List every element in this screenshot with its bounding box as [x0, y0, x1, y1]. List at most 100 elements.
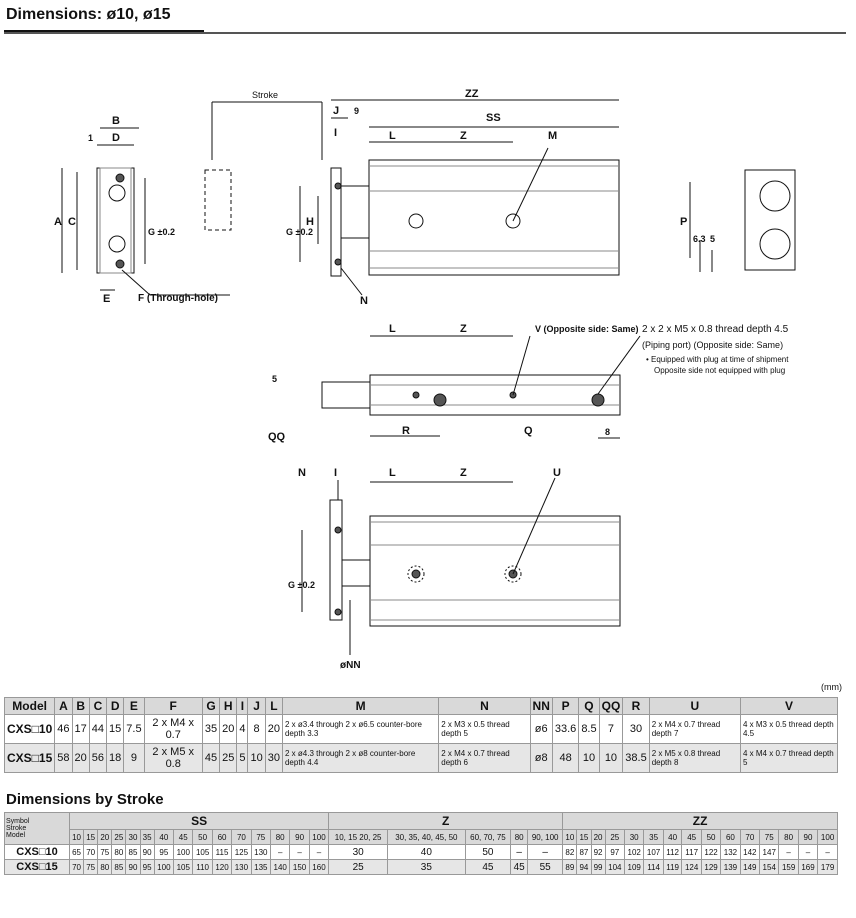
label-thread: 2 x 2 x M5 x 0.8 thread depth 4.5 [642, 324, 789, 335]
label-i-bot: I [334, 467, 337, 479]
section-subtitle: Dimensions by Stroke [6, 791, 164, 808]
table-cell: 142 [739, 844, 761, 860]
table-cell: 70 [68, 859, 85, 875]
table-cell: 105 [192, 844, 213, 860]
note-plug: • Equipped with plug at time of shipment [646, 355, 789, 364]
column-header: NN [529, 697, 553, 715]
table-cell: 95 [153, 844, 175, 860]
label-d: D [112, 132, 120, 144]
table-cell: 89 [562, 859, 578, 875]
label-h: H [306, 216, 314, 228]
table-cell: 112 [662, 844, 683, 860]
table-cell: 75 [83, 859, 99, 875]
table-cell: 35 [201, 714, 221, 744]
table-cell: – [817, 844, 838, 860]
label-v: V (Opposite side: Same) [535, 324, 639, 334]
table-cell: 2 x M4 x 0.7 [143, 714, 203, 744]
table-cell: 17 [71, 714, 90, 744]
stroke-header: 20 [590, 829, 606, 845]
stroke-header: 60 [720, 829, 741, 845]
label-q: Q [524, 425, 533, 437]
table-cell: 4 x M3 x 0.5 thread depth 4.5 [740, 714, 838, 744]
label-c: C [68, 216, 76, 228]
table-cell: 30 [264, 743, 283, 773]
stroke-header: 50 [700, 829, 722, 845]
stroke-header: 45 [681, 829, 702, 845]
table-cell: 107 [643, 844, 664, 860]
stroke-header: 100 [308, 829, 330, 845]
label-u: U [553, 467, 561, 479]
table-cell: 7.5 [123, 714, 145, 744]
label-g-side: G ±0.2 [286, 227, 313, 237]
column-header: I [236, 697, 249, 715]
table-cell: 2 x M3 x 0.5 thread depth 5 [438, 714, 531, 744]
column-header: P [551, 697, 580, 715]
table-cell: 2 x M5 x 0.8 thread depth 8 [648, 743, 742, 773]
table-cell: CXS□10 [3, 714, 56, 744]
table-cell: 100 [173, 844, 194, 860]
column-header: A [54, 697, 73, 715]
table-cell: 2 x M4 x 0.7 thread depth 7 [648, 714, 742, 744]
table-cell: 10 [578, 743, 600, 773]
table-cell: 2 x ø3.4 through 2 x ø6.5 counter-bore d… [281, 714, 440, 744]
stroke-header: 75 [759, 829, 780, 845]
table-cell: 40 [387, 844, 466, 860]
column-header: Q [578, 697, 600, 715]
table-cell: 92 [590, 844, 606, 860]
title-rule [4, 32, 846, 34]
column-header: QQ [598, 697, 624, 715]
table-cell: 15 [106, 714, 125, 744]
stroke-header: 50 [192, 829, 213, 845]
label-z-mid: Z [460, 323, 467, 335]
label-z-bot: Z [460, 467, 467, 479]
label-f: F (Through-hole) [138, 293, 218, 304]
table-cell: 30 [622, 714, 650, 744]
label-nn: øNN [340, 660, 361, 671]
table-cell: 56 [88, 743, 108, 773]
column-header: V [740, 697, 838, 715]
table-cell: 132 [720, 844, 741, 860]
table-cell: 110 [192, 859, 213, 875]
stroke-header: 25 [604, 829, 626, 845]
model-cell: CXS□10 [4, 844, 70, 860]
table-cell: 122 [700, 844, 722, 860]
group-header: ZZ [562, 812, 838, 830]
label-qq: QQ [268, 431, 286, 443]
table-cell: 159 [778, 859, 799, 875]
label-stroke: Stroke [252, 90, 278, 100]
stroke-header: 75 [250, 829, 272, 845]
table-cell: 97 [604, 844, 626, 860]
stroke-header: 10 [68, 829, 85, 845]
table-cell: 87 [576, 844, 592, 860]
table-cell: 7 [598, 714, 624, 744]
stroke-header: 70 [231, 829, 252, 845]
table-cell: 139 [720, 859, 741, 875]
label-j: J [333, 105, 339, 117]
column-header: H [219, 697, 238, 715]
group-header: SS [68, 812, 330, 830]
label-p: P [680, 216, 687, 228]
table-cell: 130 [231, 859, 252, 875]
table-cell: 70 [83, 844, 99, 860]
symbol-label: Symbol [6, 818, 30, 825]
label-b: B [112, 115, 120, 127]
stroke-header: 20 [97, 829, 113, 845]
table-cell: 4 x M4 x 0.7 thread depth 5 [740, 743, 838, 773]
stroke-header: 10 [562, 829, 578, 845]
table-cell: 94 [576, 859, 592, 875]
table-cell: 2 x M5 x 0.8 [143, 743, 203, 773]
table-cell: 119 [662, 859, 683, 875]
table-cell: CXS□15 [3, 743, 56, 773]
stroke-header: 60 [211, 829, 233, 845]
table-cell: 18 [106, 743, 125, 773]
label-eight: 8 [605, 427, 610, 437]
column-header: G [201, 697, 221, 715]
table-cell: 9 [123, 743, 145, 773]
table-cell: 104 [604, 859, 626, 875]
table-cell: 2 x ø4.3 through 2 x ø8 counter-bore dep… [281, 743, 440, 773]
table-cell: 8 [247, 714, 266, 744]
stroke-header: 15 [576, 829, 592, 845]
table-cell: 75 [97, 844, 113, 860]
table-cell: – [797, 844, 819, 860]
